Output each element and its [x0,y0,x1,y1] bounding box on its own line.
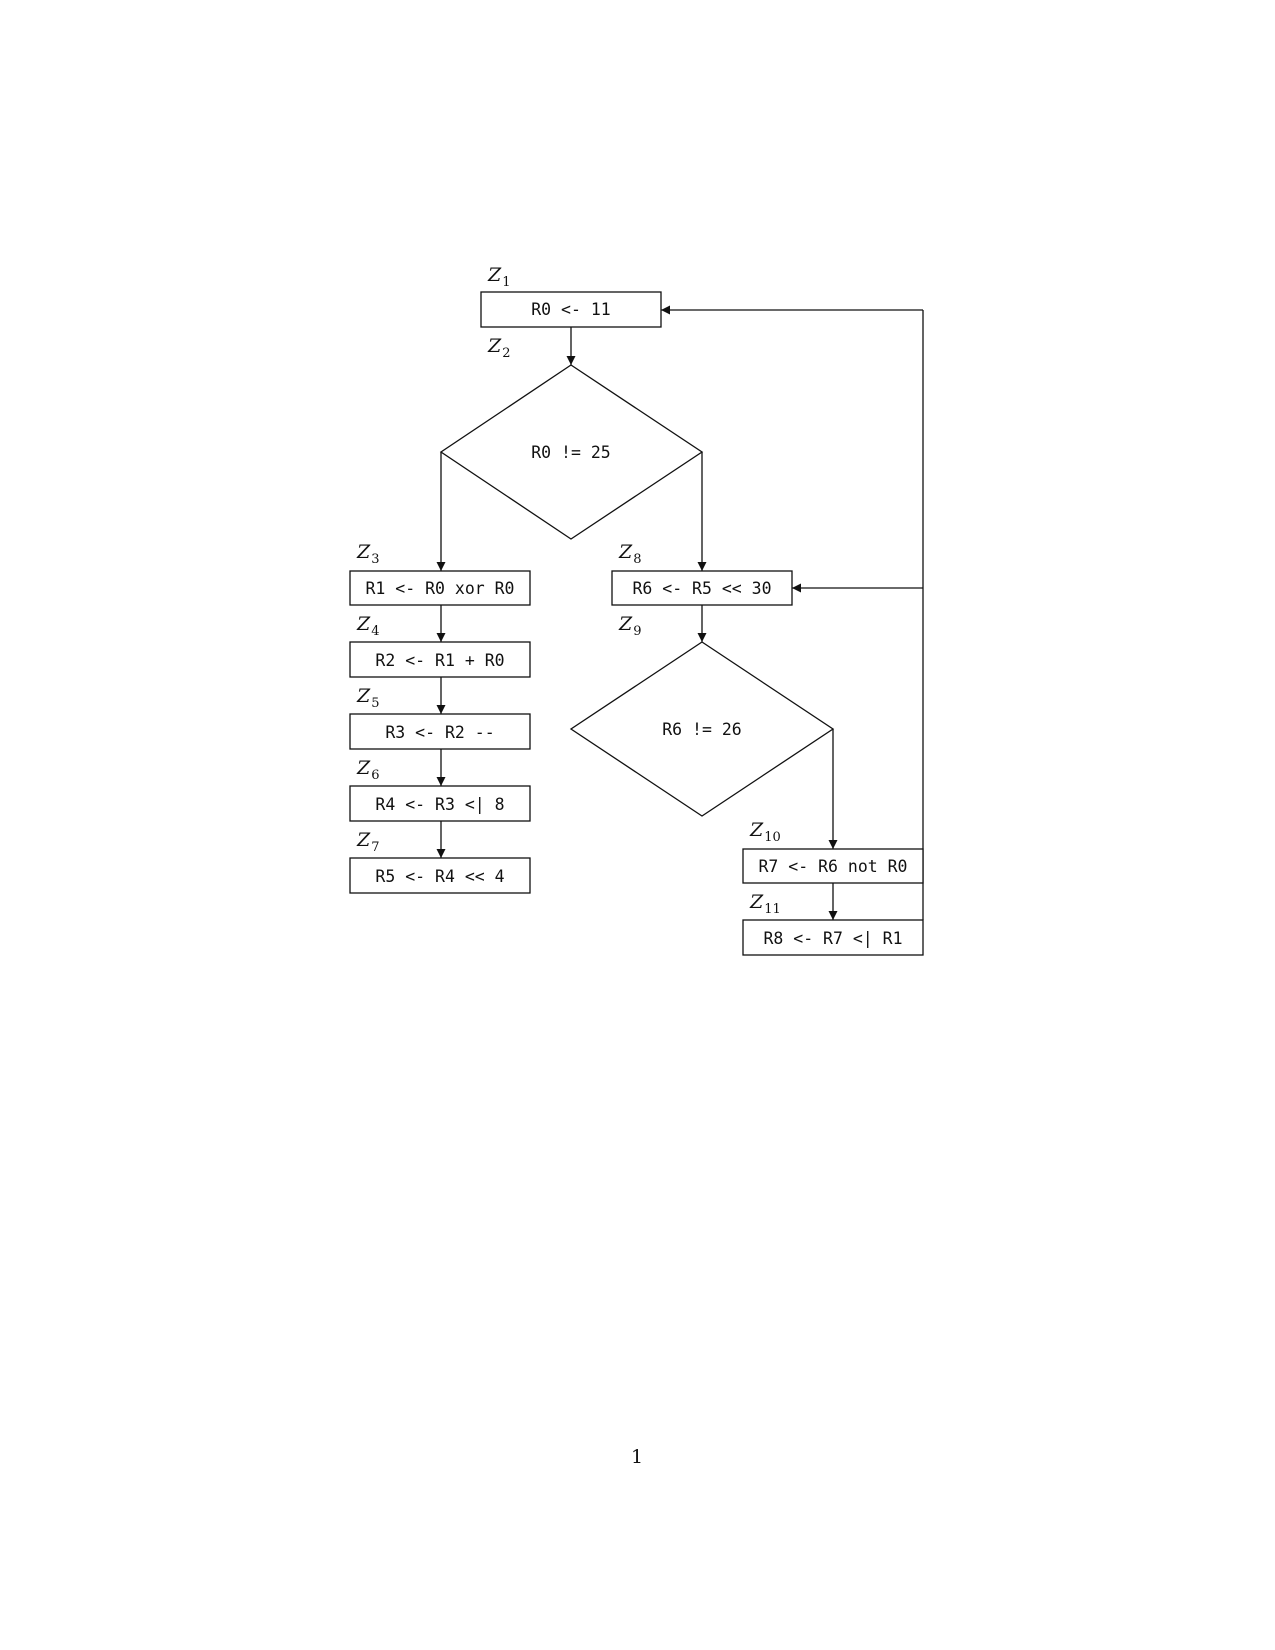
node-z11-label: Z11 [749,891,781,917]
node-z8-box [611,570,793,606]
node-z3-label: Z3 [356,541,379,567]
node-z10-text: R7 <- R6 not R0 [758,857,907,876]
node-z8-label: Z8 [618,541,641,567]
node-z7: Z7 R5 <- R4 << 4 [349,829,531,894]
node-z5-text: R3 <- R2 -- [385,723,494,742]
node-z7-label: Z7 [356,829,379,855]
node-z6-label: Z6 [356,757,379,783]
node-z7-box [349,857,531,894]
node-z1-text: R0 <- 11 [531,300,610,319]
node-z2: Z2 R0 != 25 [439,335,704,540]
node-z4-box [349,641,531,678]
node-z9-label: Z9 [618,613,641,639]
node-z11: Z11 R8 <- R7 <| R1 [742,891,924,956]
node-z5-box [349,713,531,750]
node-z9-diamond [569,641,835,817]
node-z10-label: Z10 [749,819,781,845]
node-z9-text: R6 != 26 [662,720,741,739]
node-z2-label: Z2 [487,335,510,361]
node-z3: Z3 R1 <- R0 xor R0 [349,541,531,606]
node-z6: Z6 R4 <- R3 <| 8 [349,757,531,822]
node-z5: Z5 R3 <- R2 -- [349,685,531,750]
node-z10-box [742,848,924,884]
node-z1: Z1 R0 <- 11 [480,264,662,328]
node-z3-box [349,570,531,606]
node-z6-text: R4 <- R3 <| 8 [375,795,504,814]
node-z8-text: R6 <- R5 << 30 [632,579,771,598]
node-z6-box [349,785,531,822]
node-z7-text: R5 <- R4 << 4 [375,867,504,886]
node-z3-text: R1 <- R0 xor R0 [365,579,514,598]
node-z4-label: Z4 [356,613,379,639]
node-z5-label: Z5 [356,685,379,711]
node-z9: Z9 R6 != 26 [569,613,835,817]
node-z1-label: Z1 [487,264,510,290]
node-z4-text: R2 <- R1 + R0 [375,651,504,670]
node-z11-box [742,919,924,956]
edges [436,305,924,920]
page-number: 1 [631,1446,643,1468]
node-z10: Z10 R7 <- R6 not R0 [742,819,924,884]
node-z11-text: R8 <- R7 <| R1 [763,929,902,948]
node-z1-box [480,291,662,328]
node-z4: Z4 R2 <- R1 + R0 [349,613,531,678]
node-z8: Z8 R6 <- R5 << 30 [611,541,793,606]
node-z2-diamond [439,364,704,540]
node-z2-text: R0 != 25 [531,443,610,462]
